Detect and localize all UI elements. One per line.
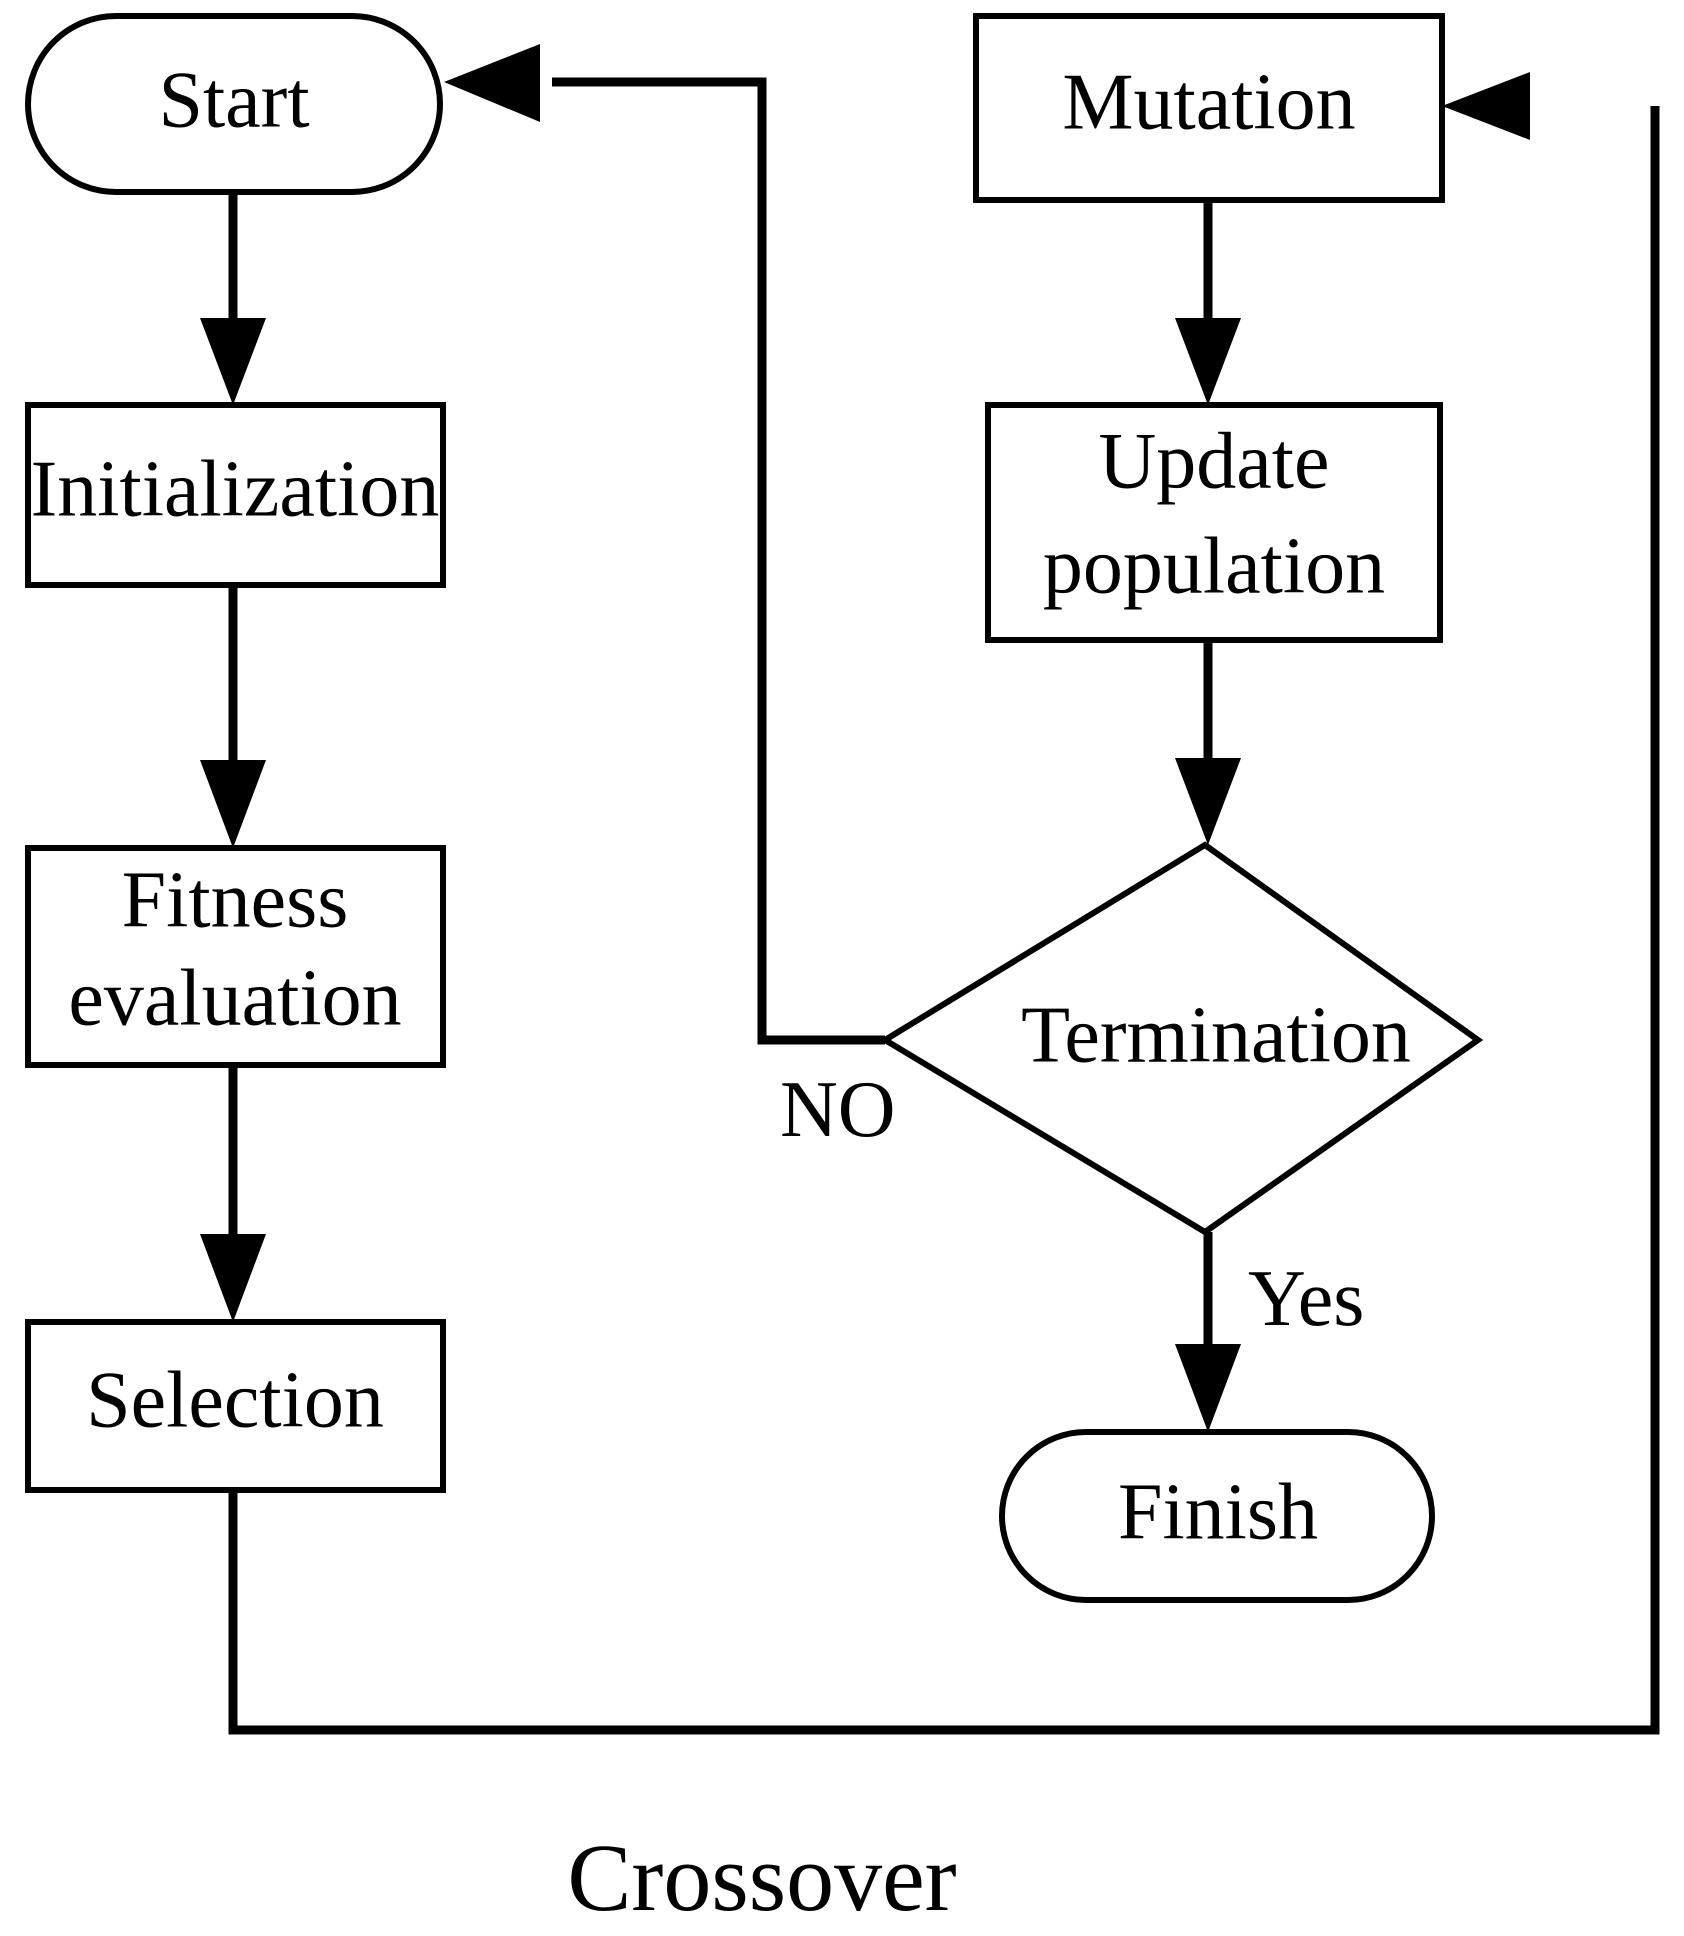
arrowhead-initialization [200, 318, 266, 405]
arrowhead-termination [1175, 758, 1241, 845]
node-initialization-label: Initialization [31, 445, 440, 533]
arrowhead-start [444, 44, 540, 122]
node-update-population-label-line1: Update [1098, 417, 1329, 505]
arrowhead-selection [200, 1234, 266, 1322]
node-mutation[interactable] [973, 13, 1445, 203]
node-fitness-evaluation[interactable] [25, 845, 446, 1068]
arrowhead-finish [1175, 1344, 1241, 1432]
node-initialization[interactable] [25, 402, 446, 588]
edge-label-no: NO [780, 1066, 896, 1154]
node-update-population[interactable] [985, 402, 1443, 643]
node-fitness-evaluation-label-line2: evaluation [68, 954, 401, 1042]
node-update-population-label-line2: population [1043, 522, 1385, 610]
arrowhead-fitness [200, 760, 266, 848]
node-termination-label: Termination [1021, 991, 1411, 1079]
node-mutation-label: Mutation [1062, 58, 1355, 146]
edge-label-yes: Yes [1248, 1255, 1364, 1343]
node-start[interactable] [25, 13, 443, 195]
node-start-label: Start [158, 56, 309, 144]
edge-termination-no-to-start [552, 77, 885, 1045]
node-selection-label: Selection [86, 1356, 384, 1444]
node-finish[interactable] [999, 1429, 1435, 1603]
node-fitness-evaluation-label-line1: Fitness [122, 856, 349, 944]
edge-label-crossover: Crossover [567, 1824, 956, 1931]
arrowhead-update-population [1175, 318, 1241, 405]
node-finish-label: Finish [1118, 1468, 1318, 1556]
edge-selection-to-mutation-crossover [228, 106, 1660, 1735]
node-termination[interactable] [879, 841, 1484, 1236]
arrowhead-mutation [1442, 72, 1530, 140]
node-selection[interactable] [25, 1319, 446, 1493]
